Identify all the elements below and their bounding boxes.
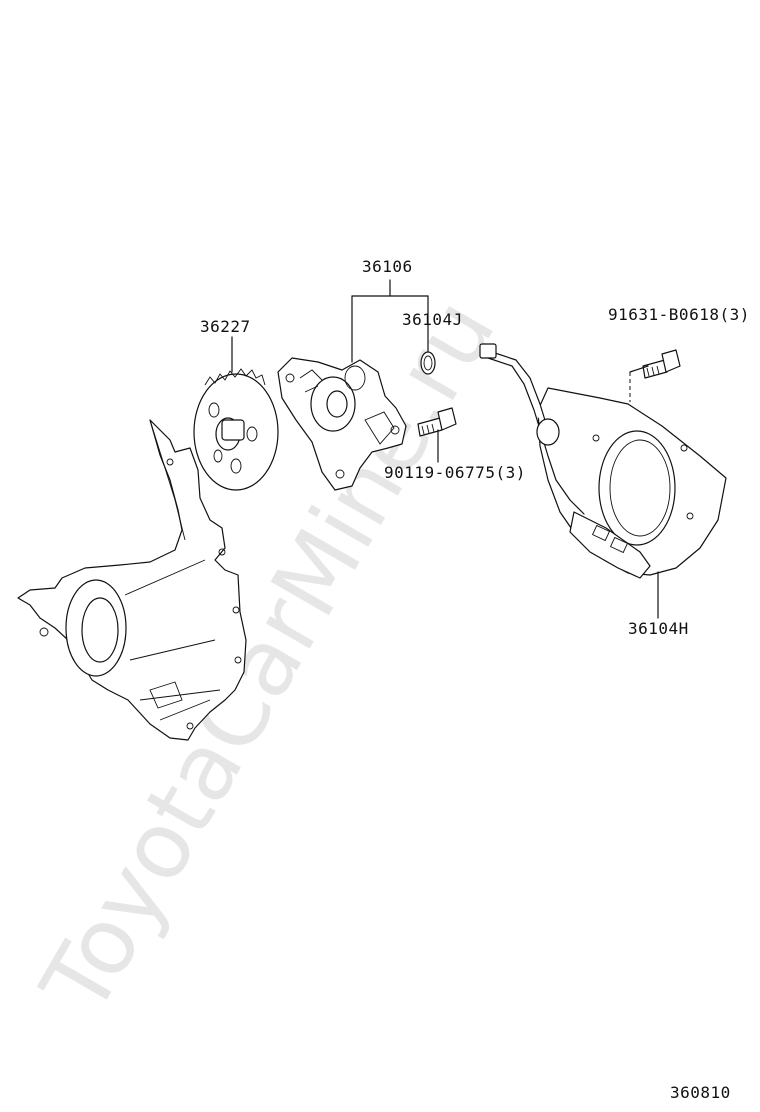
o-ring-icon — [420, 351, 436, 375]
callout-36227: 36227 — [200, 317, 251, 336]
transfer-case-housing-icon — [17, 419, 247, 741]
leader-lines — [231, 279, 659, 619]
callout-91631: 91631-B0618(3) — [608, 305, 750, 324]
callout-90119: 90119-06775(3) — [384, 463, 526, 482]
callout-36104J: 36104J — [402, 310, 463, 329]
bolt-icon — [642, 349, 681, 379]
sensor-cover-icon — [479, 343, 727, 579]
bolt-icon — [417, 407, 457, 437]
callout-36104H: 36104H — [628, 619, 689, 638]
callout-36106: 36106 — [362, 257, 413, 276]
speed-sensor-rotor-icon — [193, 368, 279, 491]
figure-code: 360810 — [670, 1083, 731, 1102]
sensor-adapter-icon — [277, 357, 407, 491]
